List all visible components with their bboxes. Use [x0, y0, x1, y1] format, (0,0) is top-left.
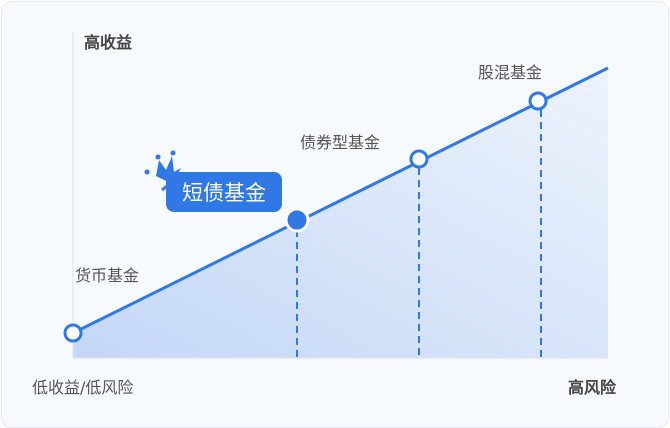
point-label: 货币基金 — [75, 266, 139, 285]
point-bond-fund[interactable] — [409, 149, 429, 169]
point-label: 股混基金 — [478, 63, 542, 82]
y-top-label: 高收益 — [84, 33, 132, 52]
x-right-label: 高风险 — [568, 378, 617, 397]
point-mixed-fund[interactable] — [528, 91, 548, 111]
area-fill — [73, 68, 608, 358]
point-short-bond-fund[interactable] — [284, 207, 310, 233]
crown-icon — [144, 150, 183, 192]
point-money-fund[interactable] — [63, 323, 83, 343]
badge-label: 短债基金 — [182, 181, 266, 205]
point-label: 债券型基金 — [300, 133, 380, 152]
trend-line — [72, 66, 609, 335]
x-left-label: 低收益/低风险 — [32, 378, 133, 397]
highlight-badge[interactable]: 短债基金 — [166, 172, 282, 212]
